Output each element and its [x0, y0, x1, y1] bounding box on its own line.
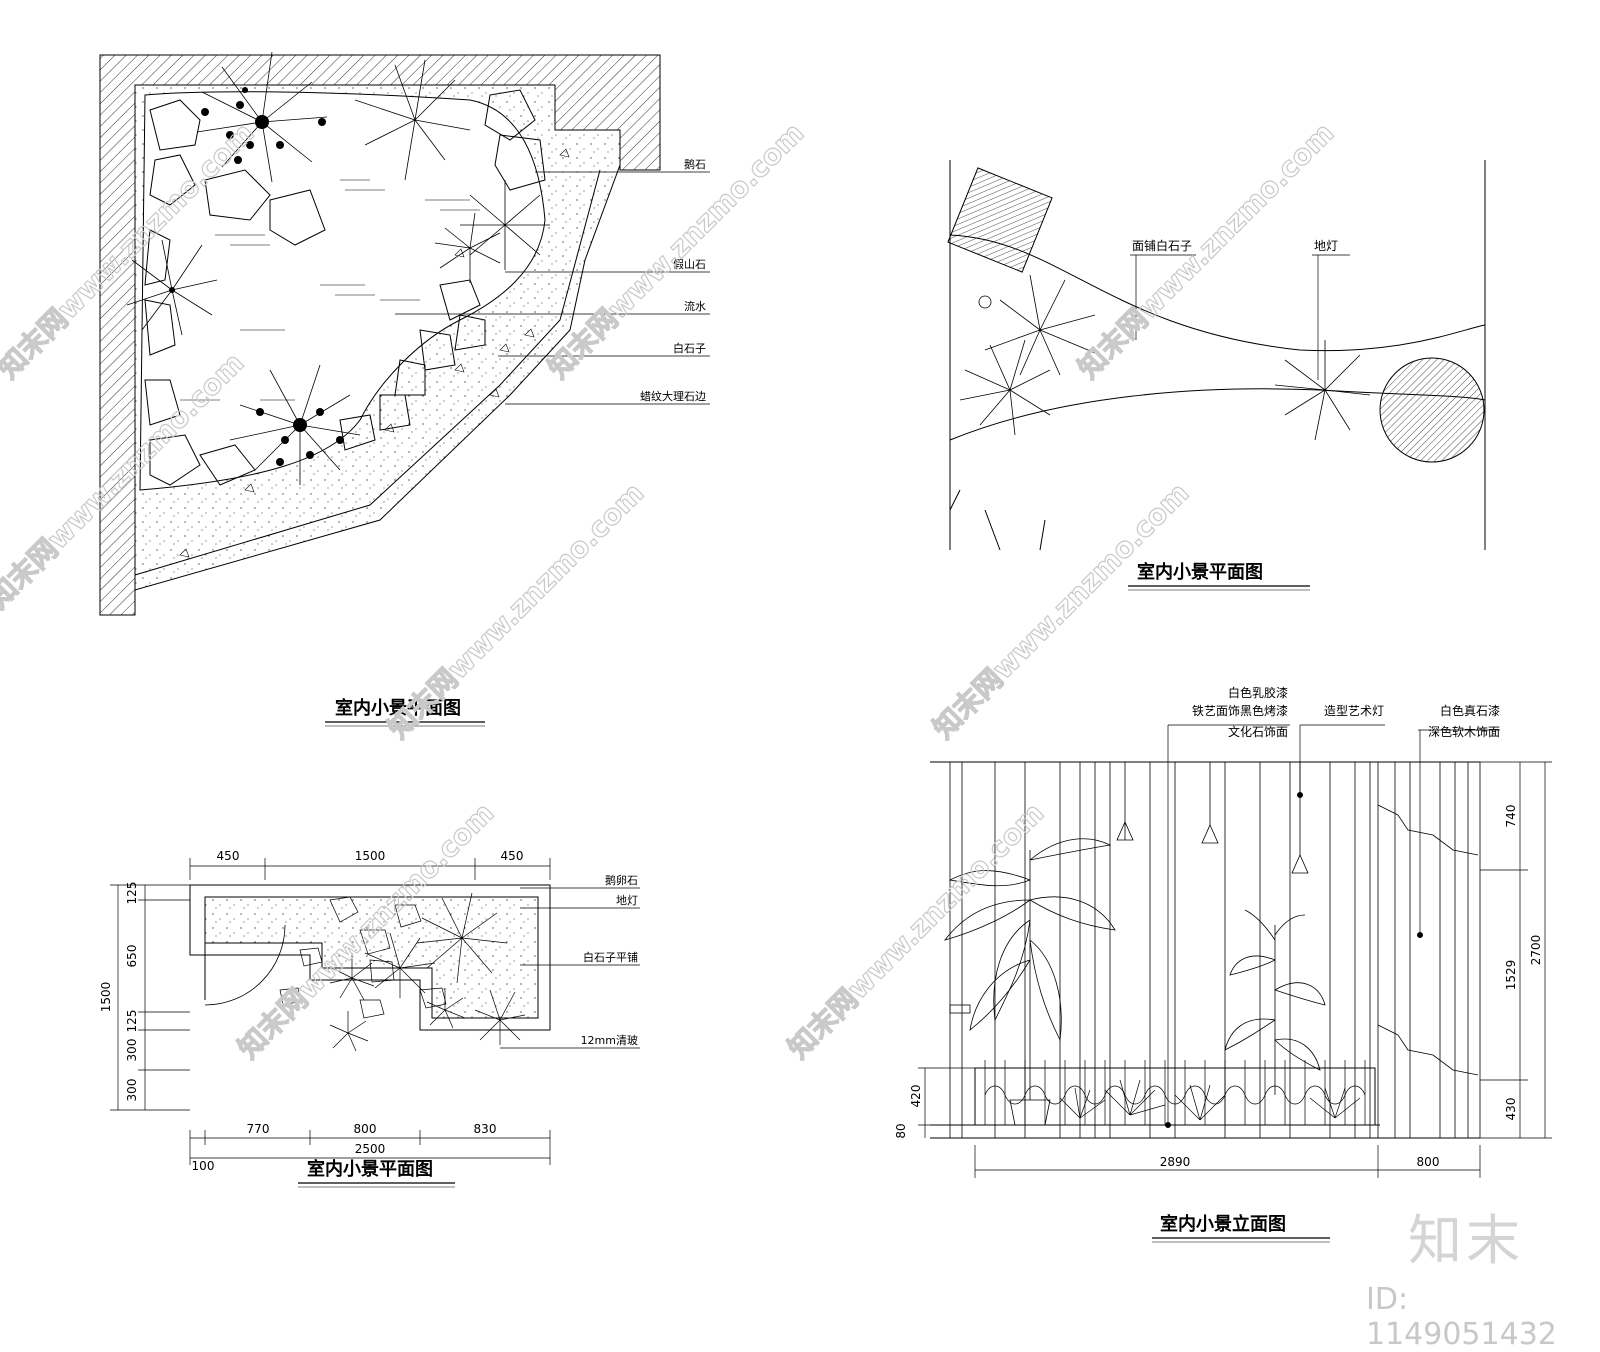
elev-dim-right-total: 2700: [1529, 935, 1543, 966]
elev-dim-left-0: 420: [909, 1085, 923, 1108]
plan-c-title: 室内小景平面图: [307, 1158, 433, 1180]
plan-b-title: 室内小景平面图: [1137, 561, 1263, 583]
elevation-label-right-0: 白色真石漆: [1440, 703, 1500, 718]
elev-dim-right-1: 1529: [1504, 960, 1518, 991]
brand-logo: 知末: [1408, 1209, 1524, 1272]
plan-a-label-1: 假山石: [673, 257, 706, 271]
id-label: ID: 1149051432: [1366, 1282, 1557, 1352]
elevation-label-mid: 造型艺术灯: [1324, 704, 1384, 718]
watermark-2: 知末网www.znzmo.com: [1072, 116, 1341, 385]
dim-top-1: 1500: [355, 849, 386, 863]
plan-c-label-3: 12mm清玻: [581, 1034, 638, 1047]
plan-c-dimensions: 450 1500 450 125 650 125 300 300 1500 77…: [99, 849, 523, 1173]
elev-dim-bottom-1: 800: [1417, 1155, 1440, 1169]
dim-left-2: 125: [125, 1010, 139, 1033]
plan-a-labels: 鹅石 假山石 流水 白石子 蜡纹大理石边: [640, 157, 706, 403]
plan-b: [947, 160, 1486, 551]
dim-bottom-2: 830: [474, 1122, 497, 1136]
plan-b-label-1: 地灯: [1314, 239, 1338, 253]
watermark-4: 知末网www.znzmo.com: [382, 476, 651, 745]
plan-c-label-0: 鹅卵石: [605, 873, 638, 887]
dim-top-0: 450: [217, 849, 240, 863]
dim-bottom-1: 800: [354, 1122, 377, 1136]
dim-bottom-0: 770: [247, 1122, 270, 1136]
plan-a-label-2: 流水: [684, 299, 706, 313]
elev-dim-bottom-0: 2890: [1160, 1155, 1191, 1169]
elev-dim-right-0: 740: [1504, 805, 1518, 828]
dim-bottom-total: 2500: [355, 1142, 386, 1156]
plan-a-title: 室内小景平面图: [335, 697, 461, 719]
watermark-7: 知末网www.znzmo.com: [782, 796, 1051, 1065]
plan-b-label-0: 面铺白石子: [1132, 238, 1192, 253]
plan-a-label-3: 白石子: [673, 341, 706, 355]
elevation-label-right-1: 深色软木饰面: [1428, 725, 1500, 739]
elevation-label-left-1: 铁艺面饰黑色烤漆: [1192, 703, 1288, 718]
dim-left-total: 1500: [99, 982, 113, 1013]
elev-dim-right-2: 430: [1504, 1098, 1518, 1121]
dim-left-3: 300: [125, 1039, 139, 1062]
dim-left-4: 300: [125, 1079, 139, 1102]
dim-top-2: 450: [501, 849, 524, 863]
watermark-5: 知末网www.znzmo.com: [927, 476, 1196, 745]
plan-a-label-0: 鹅石: [684, 157, 706, 171]
elevation: [918, 724, 1552, 1178]
plan-a: [99, 51, 710, 616]
elev-dim-left-1: 80: [894, 1123, 908, 1138]
dim-left-0: 125: [125, 882, 139, 905]
dim-bottom-small: 100: [192, 1159, 215, 1173]
plan-a-label-4: 蜡纹大理石边: [640, 389, 706, 403]
dim-left-1: 650: [125, 945, 139, 968]
plan-c-label-2: 白石子平铺: [583, 950, 638, 964]
plan-c: [110, 858, 640, 1165]
plan-c-label-1: 地灯: [616, 894, 638, 907]
elevation-label-left-0: 白色乳胶漆: [1228, 685, 1288, 700]
plan-c-labels: 鹅卵石 地灯 白石子平铺 12mm清玻: [581, 873, 638, 1047]
plan-b-labels: 面铺白石子 地灯: [1132, 238, 1338, 253]
elevation-dimensions: 740 1529 430 2700 420 80 2890 800: [894, 805, 1543, 1169]
elevation-title: 室内小景立面图: [1160, 1213, 1286, 1235]
elevation-labels: 白色乳胶漆 铁艺面饰黑色烤漆 文化石饰面 造型艺术灯 白色真石漆 深色软木饰面: [1192, 685, 1500, 739]
elevation-label-left-2: 文化石饰面: [1228, 724, 1288, 739]
